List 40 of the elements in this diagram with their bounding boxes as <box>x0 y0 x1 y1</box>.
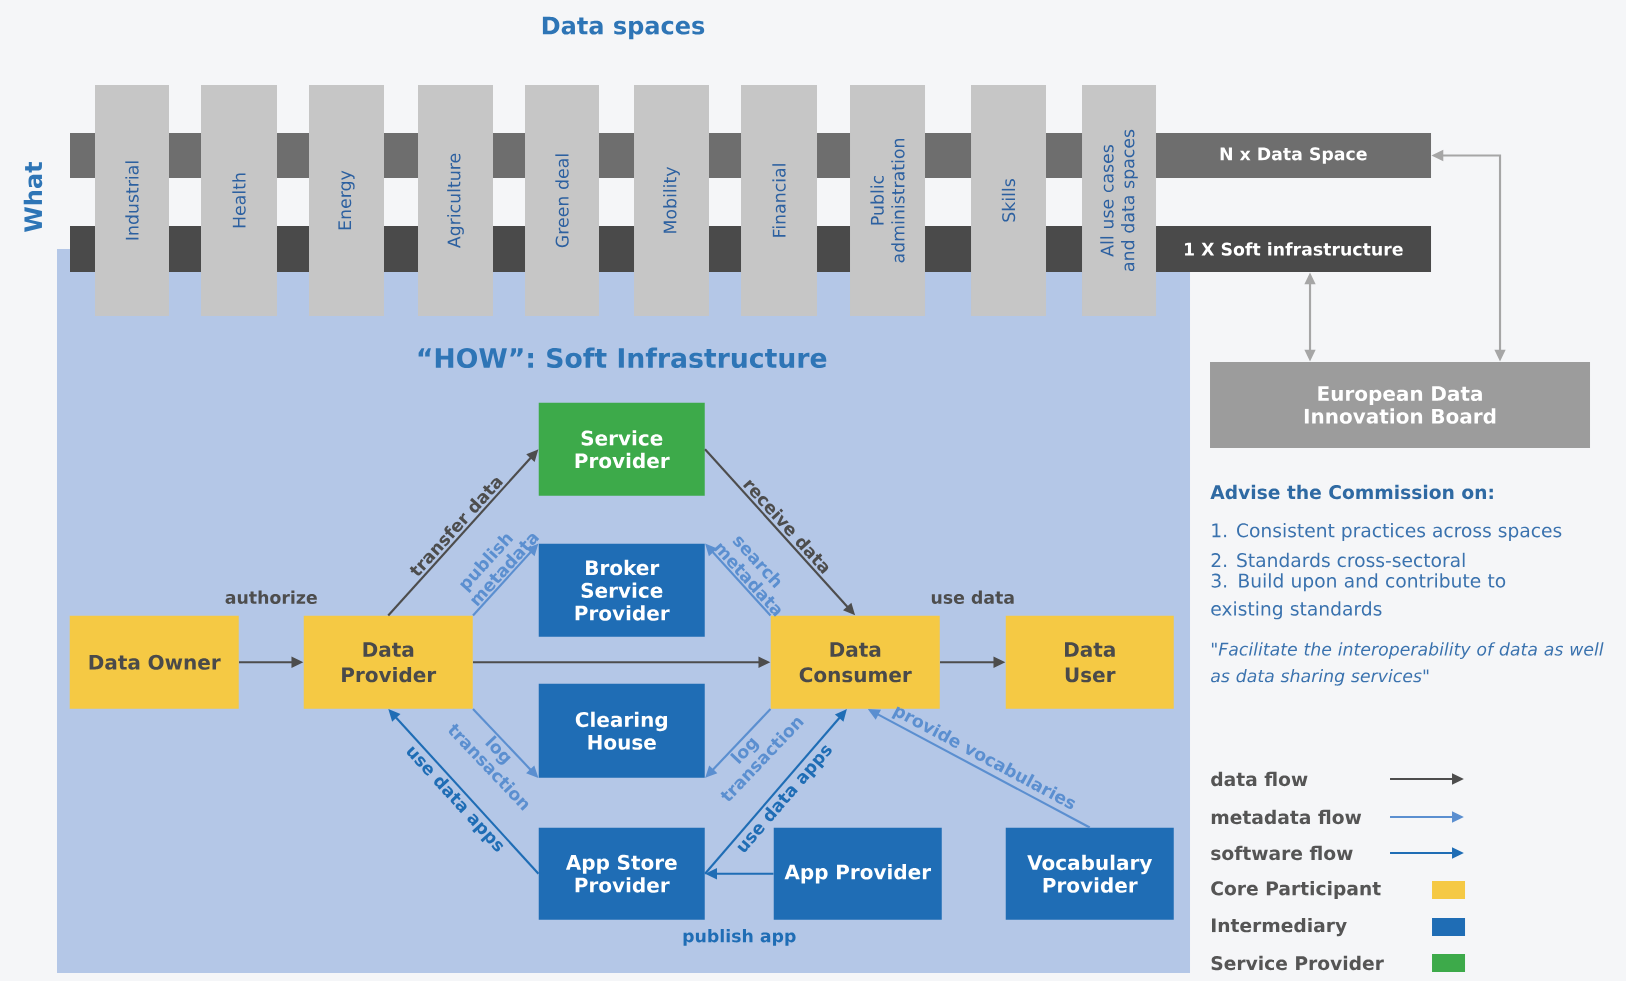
intermediary-box: App Store Provider <box>538 827 705 920</box>
participant-box: Data Provider <box>303 615 473 709</box>
column-box: Mobility <box>634 85 709 316</box>
arrow <box>388 709 540 875</box>
arrow <box>705 708 772 778</box>
legend-label: Core Participant <box>1211 881 1381 900</box>
legend-label: Service Provider <box>1211 955 1384 971</box>
list-item: 3. Build upon and contribute to existing standards <box>1211 573 1506 620</box>
intermediary-box: App Provider <box>773 827 942 920</box>
column-box: All use cases and data spaces <box>1082 85 1156 316</box>
edge-label: use data <box>931 590 1014 604</box>
quote: "Facilitate the interoperability of data as well as data sharing services" <box>1211 642 1604 686</box>
column-box: Public administration <box>850 85 925 316</box>
column-box: Green deal <box>525 85 599 316</box>
participant-box: Data User <box>1005 615 1174 709</box>
axis-label: What <box>23 161 43 232</box>
column-box: Health <box>201 85 277 316</box>
section-heading: Advise the Commission on: <box>1210 484 1493 500</box>
arrow <box>704 709 847 875</box>
service-box: Service Provider <box>538 402 705 496</box>
column-box: Skills <box>971 85 1046 316</box>
column-box: Financial <box>741 85 817 316</box>
list-item: 2. Standards cross-sectoral <box>1211 552 1465 568</box>
intermediary-box: Vocabulary Provider <box>1005 827 1174 920</box>
list-item: 1. Consistent practices across spaces <box>1212 523 1562 542</box>
legend-label: Intermediary <box>1212 917 1347 937</box>
intermediary-box: Broker Service Provider <box>538 543 705 637</box>
title: Data spaces <box>542 16 705 40</box>
edge-label: authorize <box>225 590 317 604</box>
column-box: Agriculture <box>418 85 493 316</box>
legend-label: metadata flow <box>1211 809 1362 825</box>
column-box: Energy <box>309 85 384 316</box>
intermediary-box: Clearing House <box>538 683 705 778</box>
participant-box: Data Owner <box>69 615 239 709</box>
edge-label: publish app <box>683 929 796 946</box>
legend-label: data flow <box>1211 771 1308 787</box>
panel-heading: “HOW”: Soft Infrastructure <box>418 347 827 369</box>
board-box: European Data Innovation Board <box>1210 362 1590 448</box>
legend-label: software flow <box>1211 845 1353 861</box>
column-box: Industrial <box>95 85 169 316</box>
